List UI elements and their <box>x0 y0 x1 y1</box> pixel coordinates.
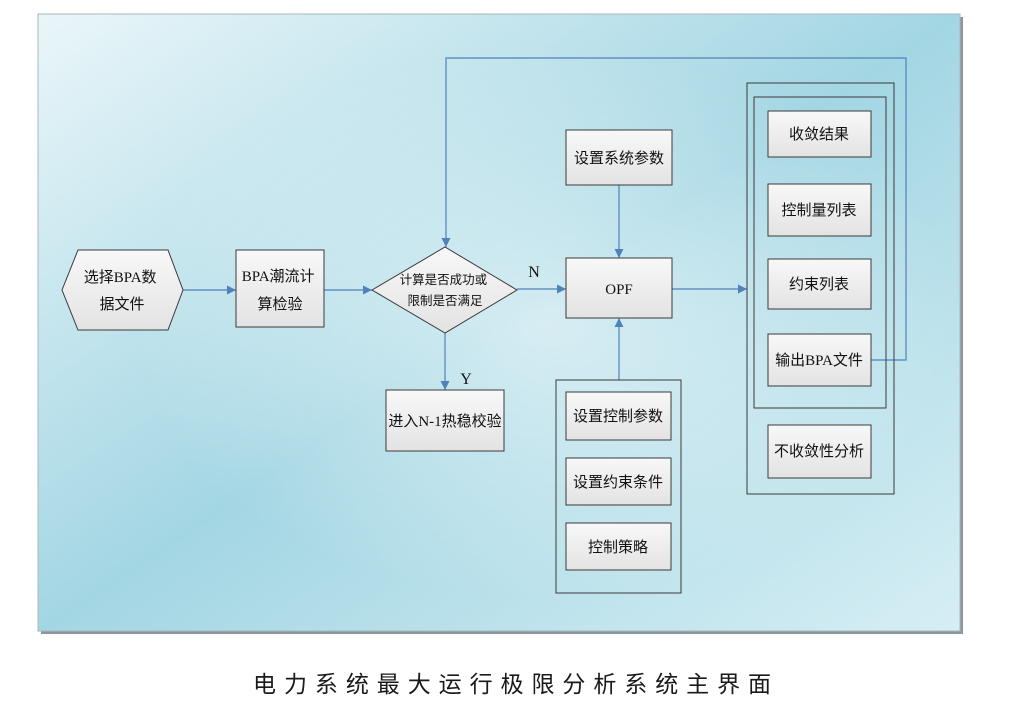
node-box <box>767 333 872 387</box>
node-label: 设置控制参数 <box>573 408 663 425</box>
node-label: 控制量列表 <box>781 202 856 219</box>
edge-label-yes: Y <box>460 371 472 388</box>
node-box <box>565 257 673 319</box>
node-label: OPF <box>605 282 633 298</box>
group-frame-outer <box>746 82 895 495</box>
node-label: 设置系统参数 <box>574 150 664 167</box>
group-frame <box>555 379 682 594</box>
node-label-line: 算检验 <box>257 295 302 313</box>
node-box <box>565 457 672 506</box>
node-box <box>767 183 872 237</box>
node-box <box>767 110 872 158</box>
node-n1-thermal-check: 进入N-1热稳校验 <box>385 389 505 452</box>
node-label: 约束列表 <box>789 276 849 293</box>
node-output-bpa-file: 输出BPA文件 <box>767 333 872 387</box>
node-label: 控制策略 <box>588 539 648 556</box>
node-set-system-params: 设置系统参数 <box>565 129 673 186</box>
node-bpa-flow-check: BPA潮流计 算检验 <box>235 249 325 328</box>
node-box <box>565 391 672 441</box>
node-label: 设置约束条件 <box>573 474 663 491</box>
node-set-control-params: 设置控制参数 <box>565 391 672 441</box>
node-label: 计算是否成功或 限制是否满足 <box>400 272 491 308</box>
node-select-bpa-file: 选择BPA数 据文件 <box>61 249 184 331</box>
node-label: 选择BPA数 据文件 <box>84 269 161 313</box>
figure-caption: 电力系统最大运行极限分析系统主界面 <box>253 672 771 697</box>
control-settings-group: 设置控制参数 设置约束条件 控制策略 <box>555 379 682 594</box>
node-label: 不收敛性分析 <box>774 443 864 460</box>
hexagon-shape <box>61 249 184 331</box>
edge-label-no: N <box>528 264 540 281</box>
node-box <box>767 424 872 479</box>
node-box <box>235 249 325 328</box>
node-decision: 计算是否成功或 限制是否满足 <box>371 246 518 334</box>
node-box <box>767 258 872 310</box>
node-control-quantity-list: 控制量列表 <box>767 183 872 237</box>
node-constraint-list: 约束列表 <box>767 258 872 310</box>
node-box <box>565 522 672 571</box>
node-box <box>385 389 505 452</box>
node-opf: OPF <box>565 257 673 319</box>
node-label: 输出BPA文件 <box>775 352 863 369</box>
node-label-line: 计算是否成功或 <box>400 272 488 287</box>
node-label-line: 限制是否满足 <box>407 294 483 308</box>
node-nonconvergence-analysis: 不收敛性分析 <box>767 424 872 479</box>
node-convergence-result: 收敛结果 <box>767 110 872 158</box>
node-label-line: BPA潮流计 <box>242 268 315 285</box>
node-label: 进入N-1热稳校验 <box>388 413 501 430</box>
node-box <box>565 129 673 186</box>
node-label: BPA潮流计 算检验 <box>242 268 319 313</box>
node-control-strategy: 控制策略 <box>565 522 672 571</box>
panel-highlight <box>38 14 960 631</box>
node-set-constraint-conditions: 设置约束条件 <box>565 457 672 506</box>
group-frame-converged <box>753 96 887 409</box>
diamond-shape <box>371 246 518 334</box>
node-label-line: 据文件 <box>99 296 144 313</box>
node-label-line: 选择BPA数 <box>84 269 157 286</box>
node-label: 收敛结果 <box>789 126 849 143</box>
result-group: 收敛结果 控制量列表 约束列表 输出BPA文件 不收敛性分析 <box>746 82 895 495</box>
